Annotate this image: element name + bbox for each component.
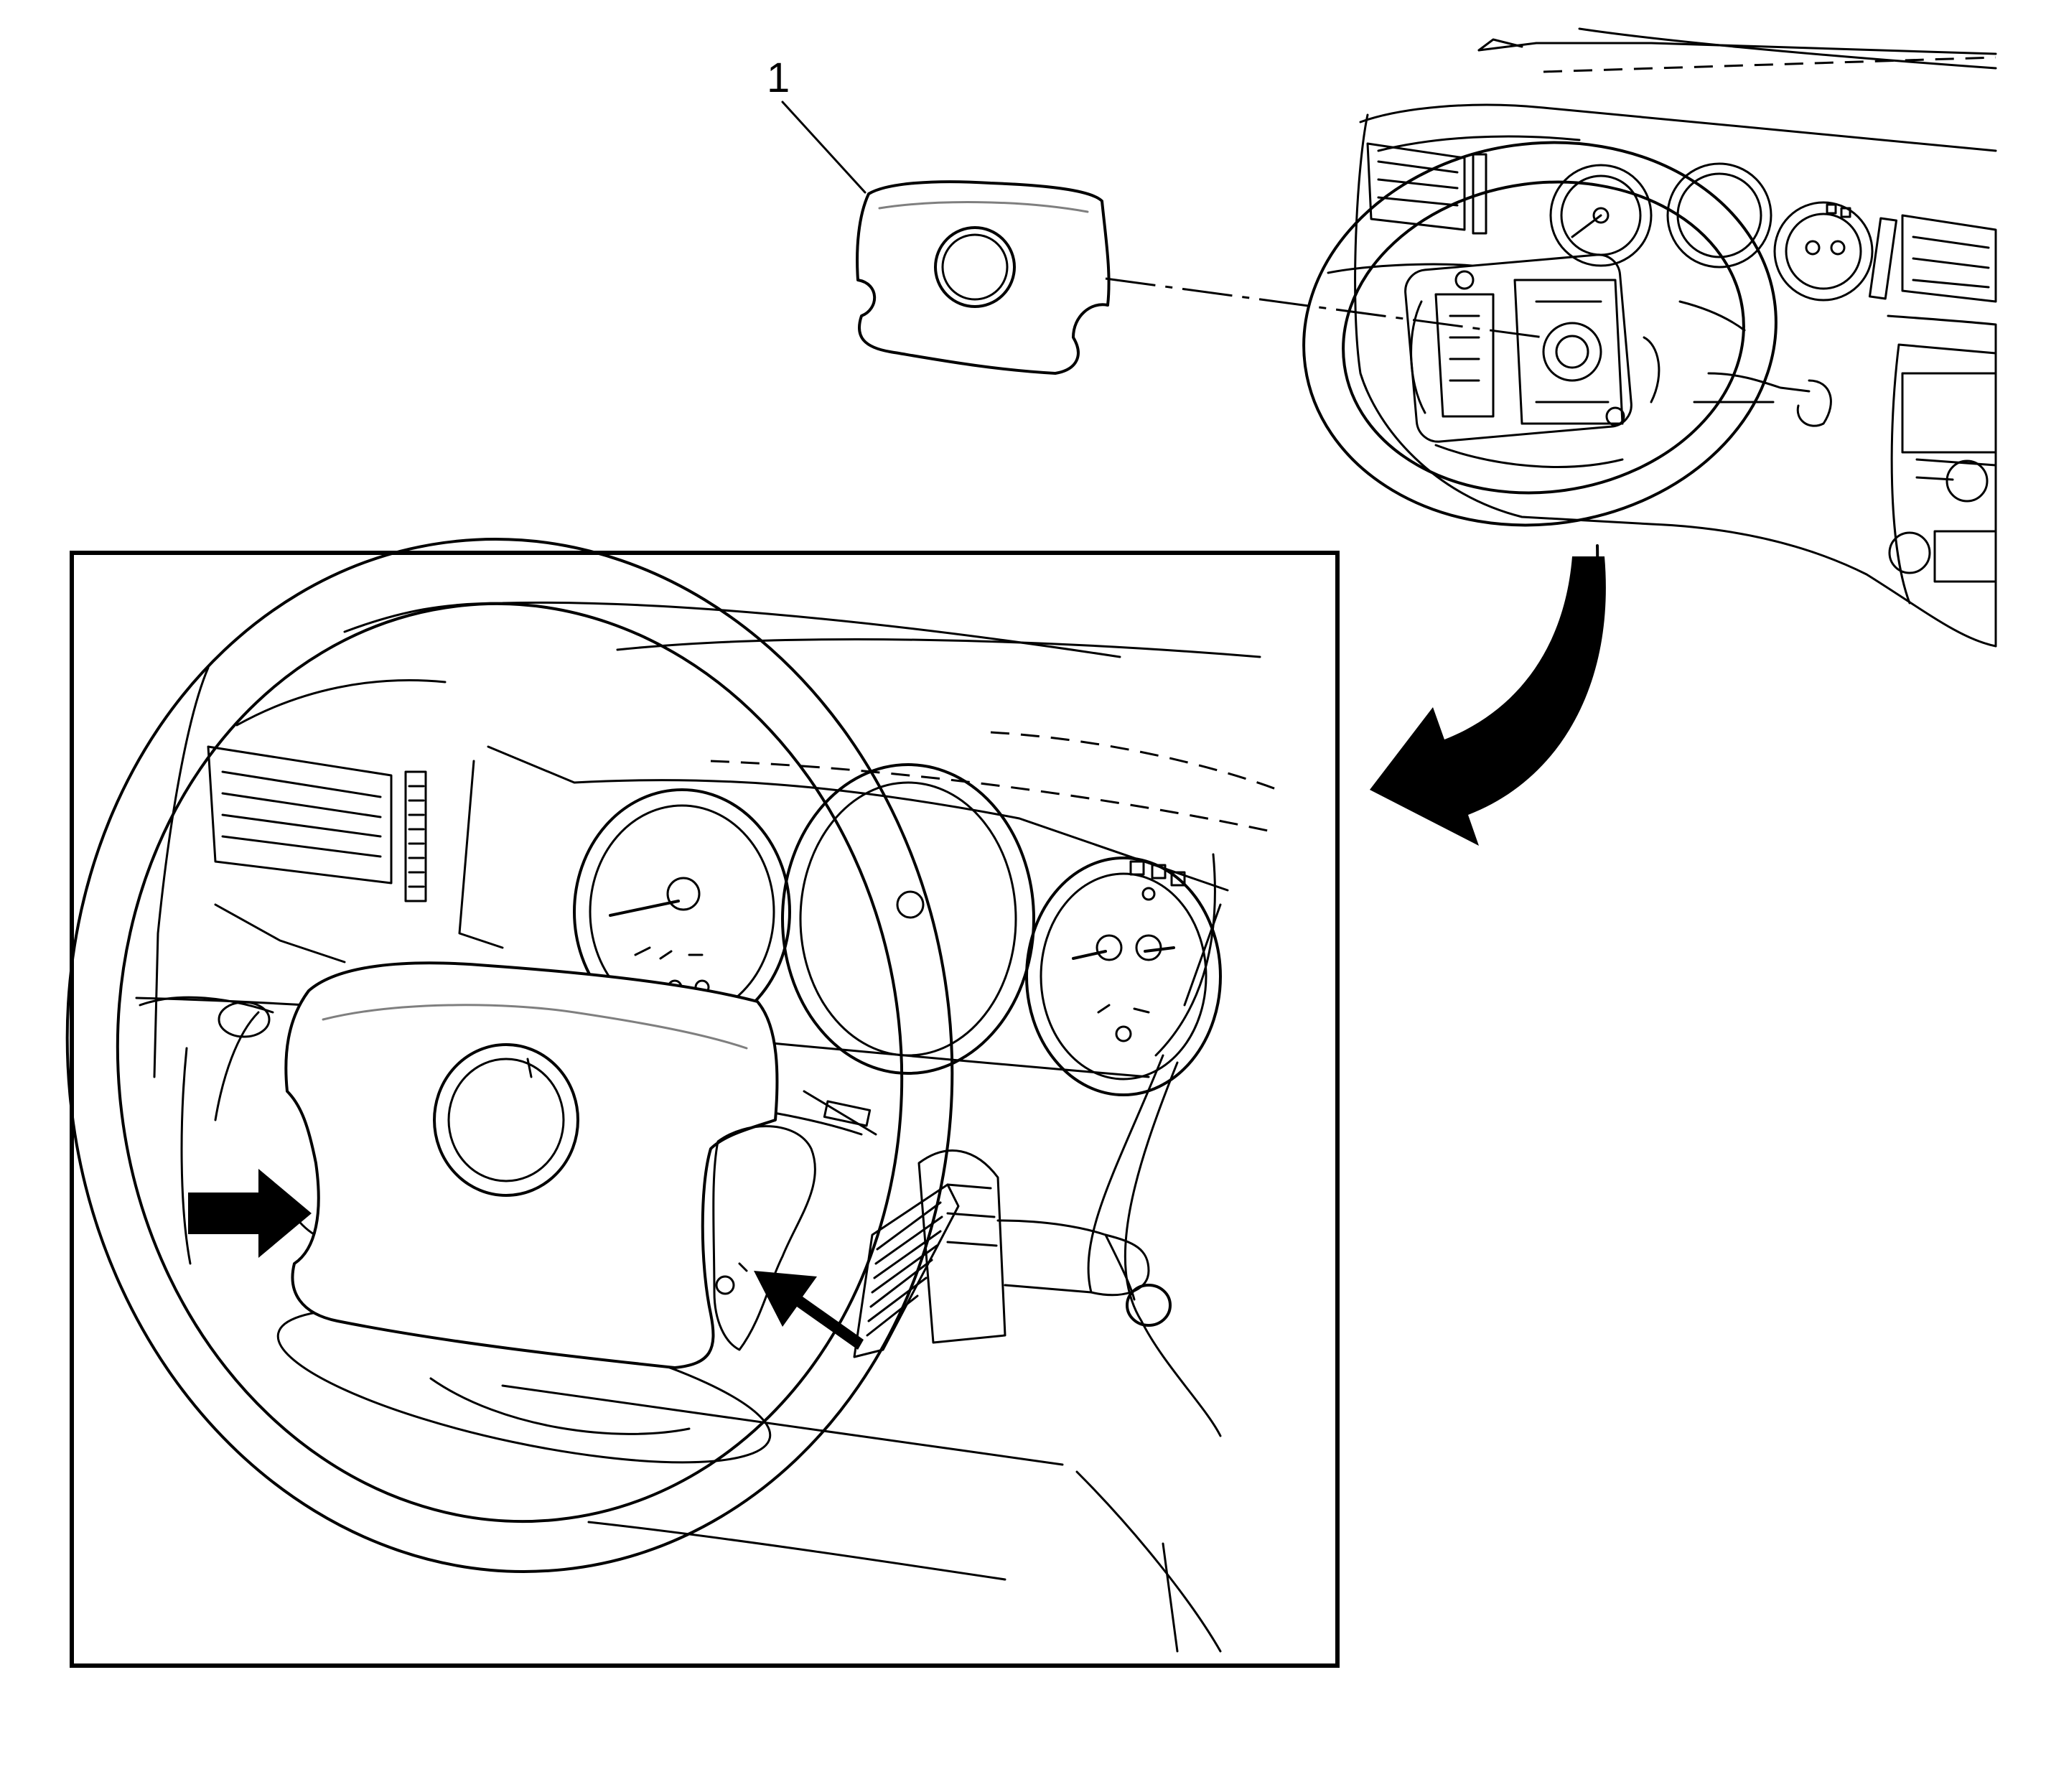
callout-label: 1 — [767, 55, 790, 101]
zoom-arrow — [1370, 544, 1606, 846]
dashboard-overview — [1302, 27, 1997, 648]
callout-1: 1 — [767, 55, 866, 194]
leader-line — [781, 101, 866, 194]
release-arrow-right — [754, 1271, 864, 1350]
detail-view — [65, 538, 1340, 1668]
ribbed-shroud — [866, 1201, 943, 1337]
release-arrow-left — [188, 1169, 312, 1258]
airbag-module — [856, 180, 1111, 375]
alignment-line — [1105, 277, 1544, 339]
